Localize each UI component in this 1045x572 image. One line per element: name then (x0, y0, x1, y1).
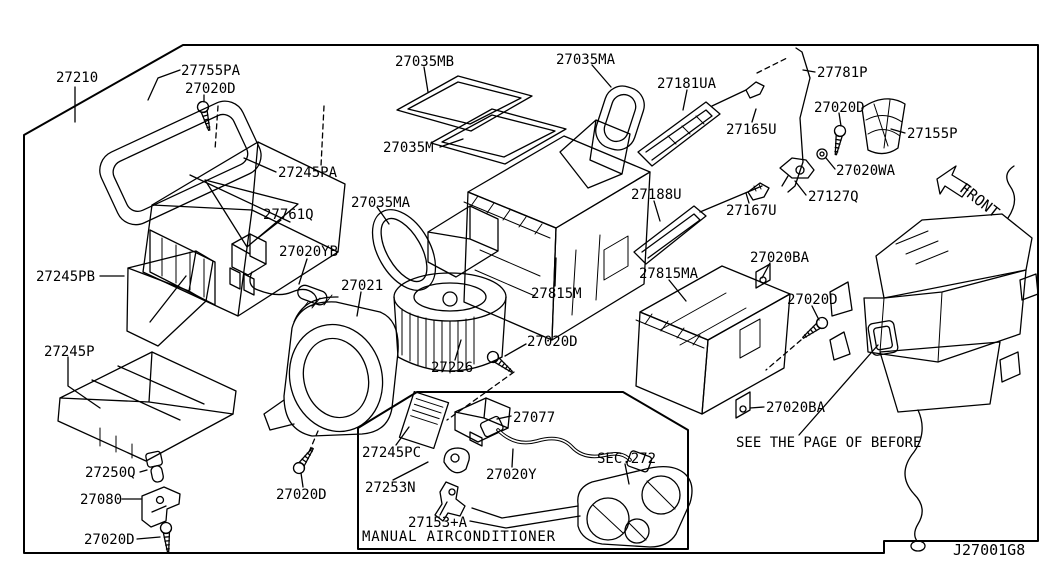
cover-27155P (861, 98, 906, 155)
door-27188U (633, 183, 763, 265)
lower-case-27245P (57, 351, 237, 462)
part-label: 27035MA (351, 195, 411, 211)
section-ref: SEC.272 (597, 451, 657, 467)
part-label: 27181UA (657, 76, 717, 92)
heater-unit-27815M (427, 119, 651, 341)
resistor-27761Q (229, 233, 267, 296)
bracket-27020BA-bottom (735, 391, 751, 419)
heater-control-sec272 (469, 466, 693, 548)
part-label: 27077 (513, 410, 556, 426)
clip-27253N (443, 447, 470, 474)
dashed-lines (214, 56, 802, 453)
filter-27245PC (398, 390, 450, 450)
part-label: 27167U (726, 203, 777, 219)
part-label: 27188U (631, 187, 682, 203)
part-label: 27781P (817, 65, 868, 81)
part-label: 27020D (84, 532, 135, 548)
intake-door-27181UA (637, 89, 747, 167)
part-label: 27020D (276, 487, 327, 503)
part-label: 27245P (44, 344, 95, 360)
part-label: 27245PB (36, 269, 96, 285)
part-label: 27755PA (181, 63, 241, 79)
part-label: 27761Q (263, 207, 314, 223)
rod-27781P (787, 47, 811, 193)
diagram-code: J27001G8 (953, 541, 1026, 559)
blower-housing-27021 (263, 294, 399, 437)
leader-lines (67, 64, 906, 540)
part-label: 27020D (787, 292, 838, 308)
box-title: MANUAL AIRCONDITIONER (362, 529, 556, 545)
part-label: 27080 (80, 492, 123, 508)
sensor-27153 (434, 481, 466, 522)
part-label: 27020WA (836, 163, 896, 179)
part-label: 27035M (383, 140, 434, 156)
part-label: 27155P (907, 126, 958, 142)
part-label: 27020BA (750, 250, 810, 266)
part-label: 27035MB (395, 54, 455, 70)
gasket-27035MA-top (595, 85, 645, 151)
part-label: 27245PA (278, 165, 338, 181)
front-arrow-icon (936, 165, 971, 198)
evaporator-case-27815MA (635, 265, 791, 415)
blower-fan-27226 (393, 272, 507, 374)
part-label: 27253N (365, 480, 416, 496)
part-label: 27021 (341, 278, 384, 294)
part-label: 27127Q (808, 189, 859, 205)
hvac-assembly (829, 165, 1039, 413)
part-label: 27035MA (556, 52, 616, 68)
bracket-27080 (141, 486, 181, 528)
front-label: FRONT (956, 179, 1003, 222)
rod-end-27165U (745, 81, 765, 99)
part-label: 27165U (726, 122, 777, 138)
part-label: 27815MA (639, 266, 699, 282)
part-label: 27226 (431, 360, 474, 376)
manual-ac-box (357, 391, 689, 550)
part-label: 27245PC (362, 445, 422, 461)
part-label: 27020BA (766, 400, 826, 416)
part-label: 27153+A (408, 515, 468, 531)
part-label: 27020D (527, 334, 578, 350)
part-label: 27020Y (486, 467, 537, 483)
drain-hose (904, 409, 926, 552)
filter-frame-27035MB (396, 75, 533, 132)
intake-housing-27245PA (142, 141, 346, 317)
harness-27020YB (249, 271, 328, 307)
part-label: 27020D (185, 81, 236, 97)
part-label: 27020D (814, 100, 865, 116)
part-label: 27020YB (279, 244, 339, 260)
note-text: SEE THE PAGE OF BEFORE (736, 435, 922, 451)
rod-end-27167U (747, 182, 770, 201)
sensor-27250Q (145, 450, 164, 483)
filter-frame-27035M (430, 108, 567, 165)
amp-27077 (454, 397, 511, 447)
part-label: 27815M (531, 286, 582, 302)
part-label: 27210 (56, 70, 99, 86)
duct-27245PB (126, 250, 214, 347)
gasket-27210 (99, 100, 262, 226)
harness-27020Y (479, 415, 653, 473)
part-label: 27250Q (85, 465, 136, 481)
main-border (23, 44, 1039, 554)
washer-27020WA (816, 148, 828, 160)
link-27127Q (779, 157, 815, 187)
